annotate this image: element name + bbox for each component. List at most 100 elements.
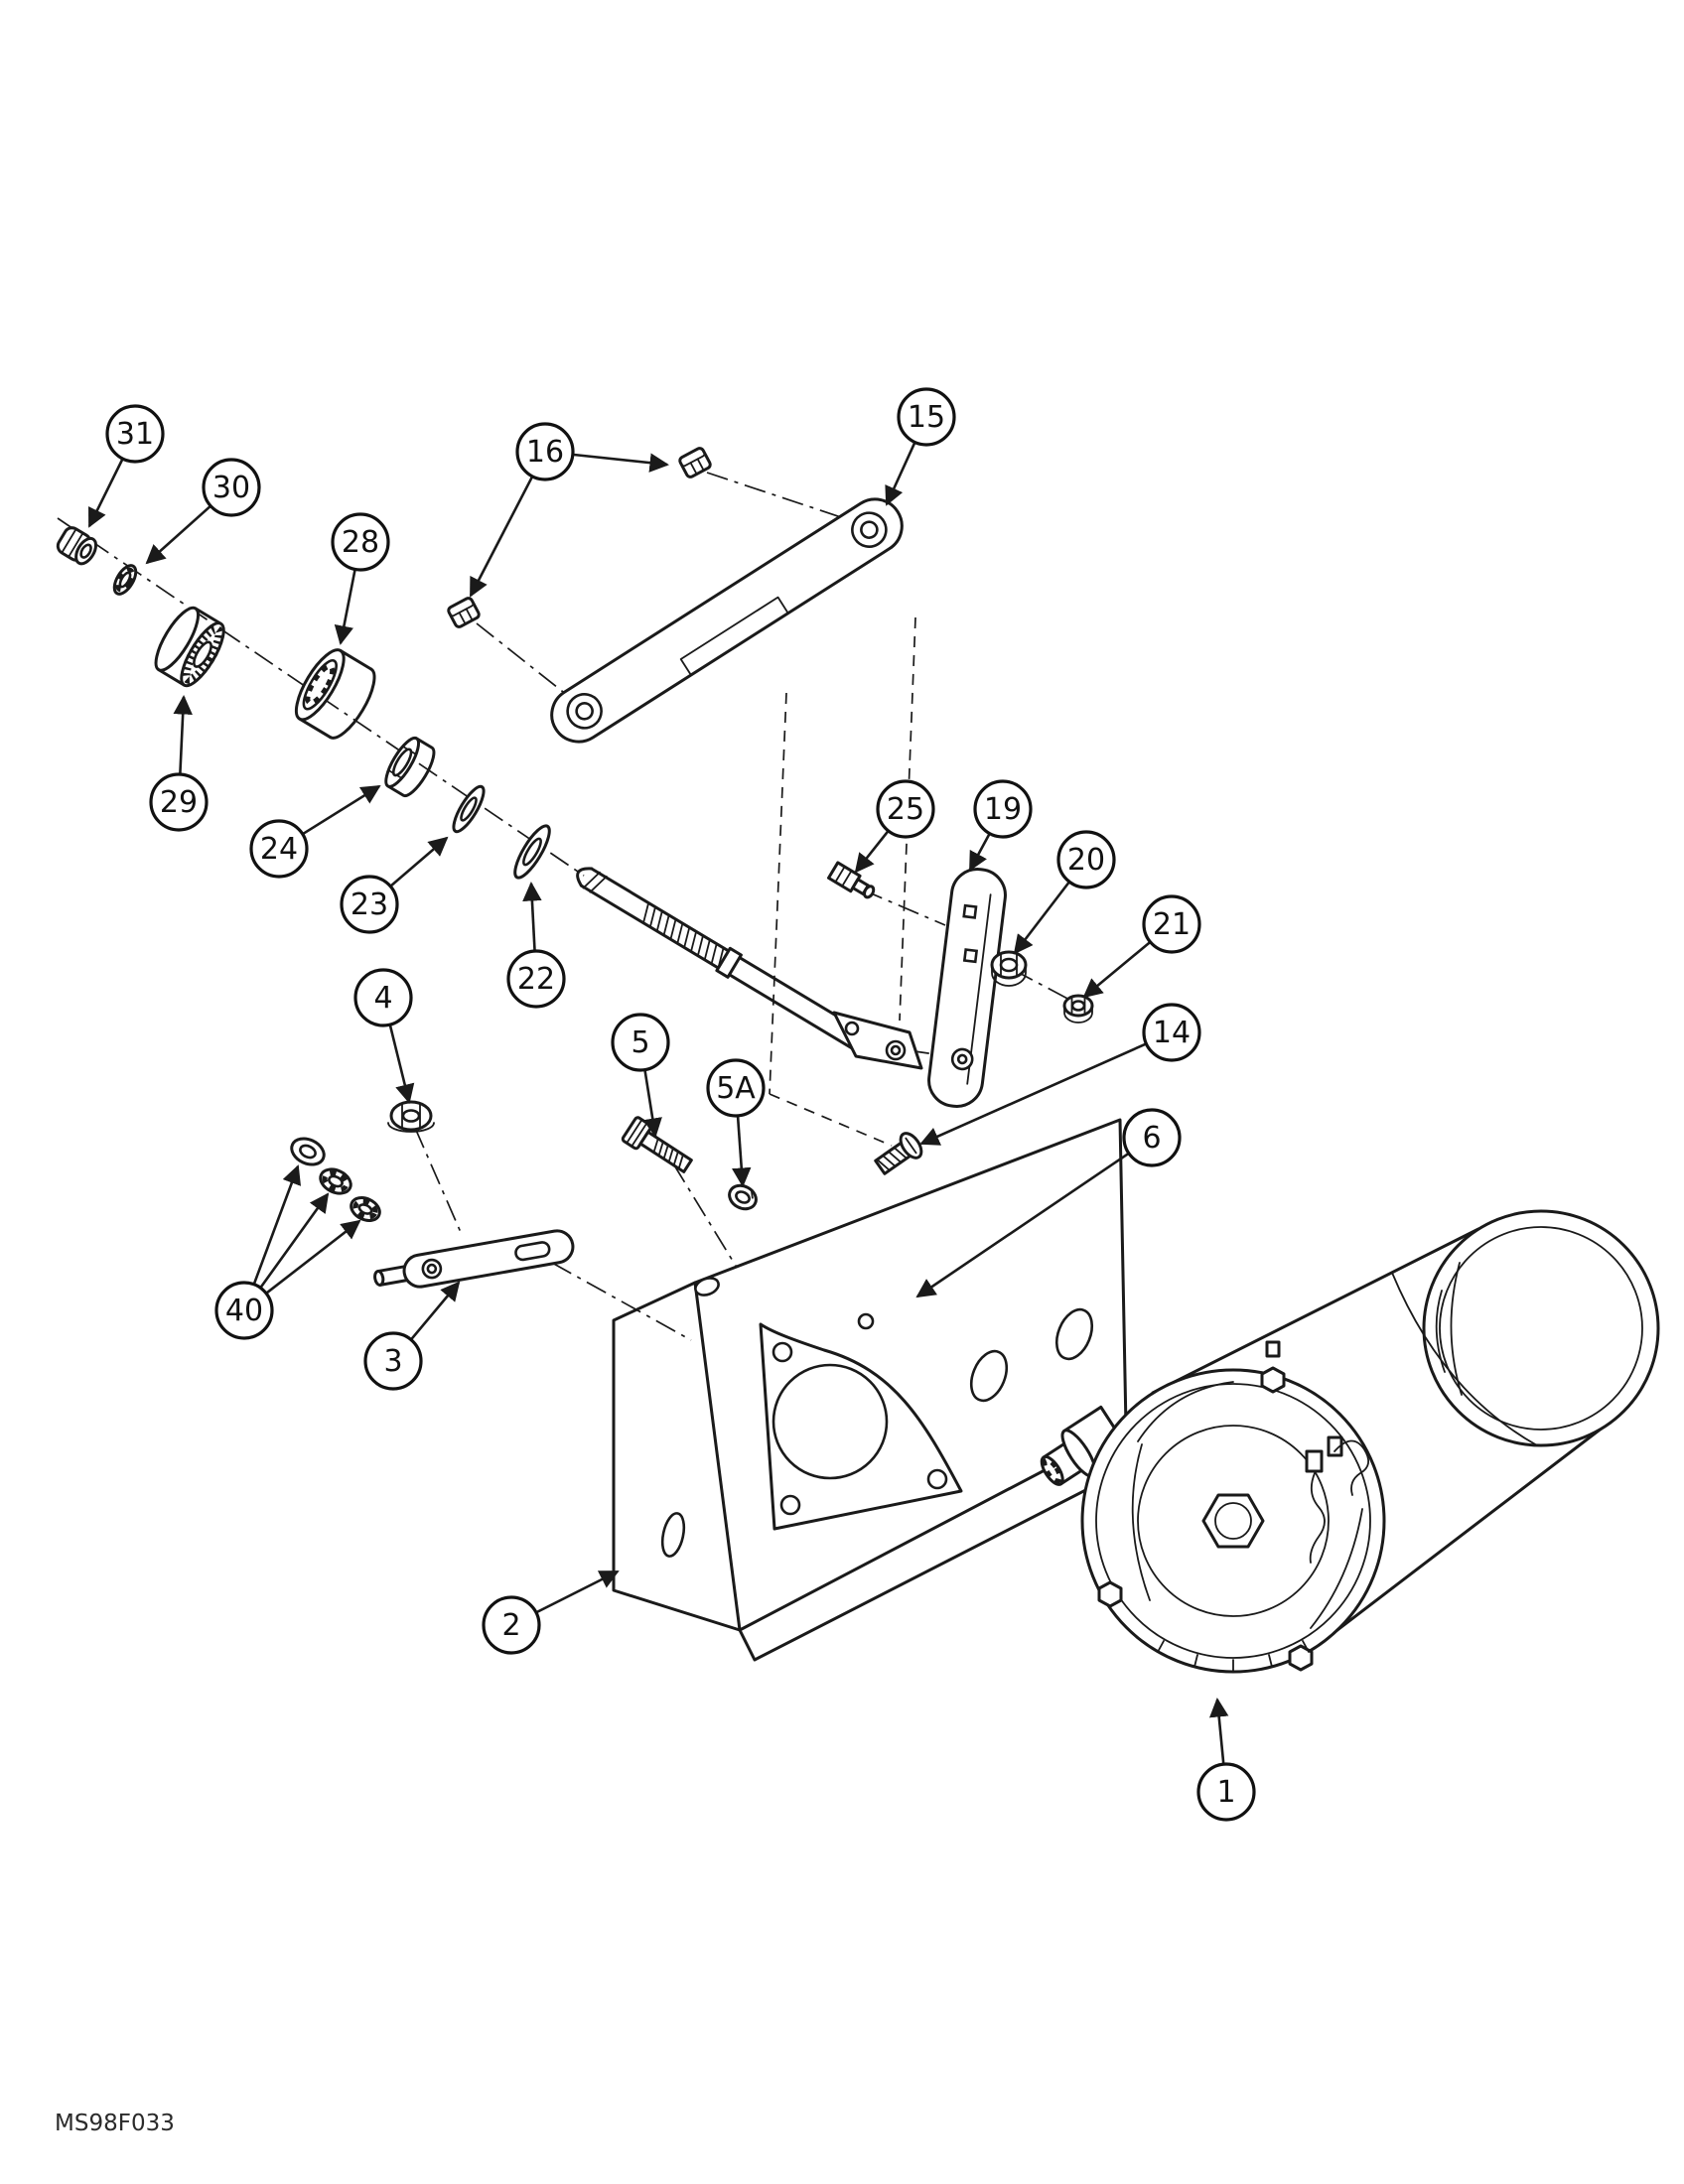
callout-6: 6 bbox=[915, 1108, 1182, 1298]
part-washer-23 bbox=[452, 784, 486, 834]
callout-number: 40 bbox=[225, 1294, 263, 1328]
part-switch-plate bbox=[927, 868, 1007, 1108]
callout-number: 31 bbox=[116, 417, 154, 452]
callout-number: 29 bbox=[160, 785, 198, 820]
callout-5A: 5A bbox=[706, 1058, 766, 1187]
callout-number: 25 bbox=[887, 792, 924, 827]
callout-balloon bbox=[353, 968, 413, 1027]
callout-leader-line bbox=[87, 459, 124, 528]
callout-22: 22 bbox=[506, 882, 566, 1009]
callout-number: 4 bbox=[373, 981, 392, 1016]
part-washer-22 bbox=[513, 824, 551, 880]
part-cap-nut bbox=[56, 526, 98, 566]
callout-balloon bbox=[897, 387, 956, 447]
callout-balloon bbox=[249, 819, 309, 879]
callout-balloon bbox=[706, 1058, 766, 1118]
part-hex-nut-21 bbox=[1062, 994, 1094, 1024]
callout-16: 16 bbox=[469, 422, 669, 598]
callout-20: 20 bbox=[1013, 830, 1116, 955]
callout-30: 30 bbox=[145, 458, 261, 565]
callout-leader-line bbox=[173, 695, 193, 774]
callout-23: 23 bbox=[340, 836, 449, 934]
callout-number: 5 bbox=[631, 1025, 649, 1060]
part-hex-bolt bbox=[621, 1116, 693, 1173]
callout-balloon bbox=[1142, 1003, 1201, 1062]
callout-number: 2 bbox=[501, 1608, 520, 1643]
callout-balloon bbox=[149, 772, 209, 832]
callout-balloon bbox=[340, 875, 399, 934]
callout-leader-line bbox=[573, 453, 669, 473]
callout-28: 28 bbox=[331, 512, 390, 645]
part-hex-nut-24 bbox=[384, 736, 436, 798]
callout-21: 21 bbox=[1082, 894, 1201, 999]
callout-5: 5 bbox=[611, 1013, 670, 1138]
callout-leader-line bbox=[1013, 882, 1070, 955]
callout-leader-line bbox=[642, 1070, 662, 1138]
callout-29: 29 bbox=[149, 695, 209, 832]
part-hex-nut-20 bbox=[990, 950, 1028, 987]
callout-number: 16 bbox=[526, 435, 564, 470]
callout-2: 2 bbox=[482, 1570, 620, 1655]
callout-leader-line bbox=[854, 830, 890, 874]
callout-balloon bbox=[876, 779, 935, 839]
part-star-washer bbox=[112, 564, 138, 596]
callout-balloon bbox=[482, 1595, 541, 1655]
callout-leader-line bbox=[252, 1164, 302, 1285]
part-mounting-bracket bbox=[612, 1118, 1144, 1662]
callout-leader-line bbox=[536, 1570, 620, 1614]
callout-1: 1 bbox=[1196, 1698, 1256, 1822]
part-lever-arm bbox=[373, 1229, 575, 1289]
callout-number: 15 bbox=[908, 400, 945, 435]
callout-balloon bbox=[105, 404, 165, 464]
callout-balloon bbox=[515, 422, 575, 481]
part-link-arm bbox=[550, 497, 904, 744]
callout-leader-line bbox=[919, 1042, 1147, 1146]
part-clip-b bbox=[447, 597, 481, 628]
part-shaft-arm bbox=[832, 1011, 923, 1070]
callout-number: 21 bbox=[1153, 907, 1191, 942]
callout-balloon bbox=[363, 1331, 423, 1391]
callout-leader-line bbox=[732, 1116, 752, 1187]
callout-number: 14 bbox=[1153, 1016, 1191, 1050]
callout-number: 22 bbox=[517, 962, 555, 997]
callout-14: 14 bbox=[919, 1003, 1201, 1146]
callout-number: 1 bbox=[1216, 1775, 1235, 1810]
callout-40: 40 bbox=[214, 1164, 361, 1340]
callout-balloon bbox=[611, 1013, 670, 1072]
callout-leader-line bbox=[968, 833, 991, 872]
callout-25: 25 bbox=[854, 779, 935, 874]
part-bushing bbox=[294, 648, 376, 740]
callout-balloon bbox=[973, 779, 1033, 839]
callout-balloon bbox=[506, 949, 566, 1009]
callout-3: 3 bbox=[363, 1281, 461, 1391]
callout-number: 5A bbox=[716, 1071, 756, 1106]
callout-leader-line bbox=[145, 505, 211, 565]
callout-number: 19 bbox=[984, 792, 1022, 827]
part-slotted-screw bbox=[874, 1132, 923, 1175]
callout-4: 4 bbox=[353, 968, 415, 1104]
figure-code: MS98F033 bbox=[55, 2111, 175, 2136]
callout-31: 31 bbox=[87, 404, 165, 528]
callout-number: 3 bbox=[383, 1344, 402, 1379]
callout-19: 19 bbox=[968, 779, 1033, 872]
callout-balloon bbox=[1122, 1108, 1182, 1167]
callout-leader-line bbox=[266, 1219, 361, 1295]
callout-leader-line bbox=[1082, 941, 1151, 999]
callout-leader-line bbox=[410, 1281, 461, 1340]
callout-leader-line bbox=[885, 442, 916, 506]
callout-balloon bbox=[331, 512, 390, 572]
part-flange-nut bbox=[387, 1100, 435, 1133]
part-knurled-knob bbox=[154, 606, 225, 688]
callout-number: 30 bbox=[212, 471, 250, 505]
part-washer-set bbox=[290, 1137, 381, 1222]
callout-leader-line bbox=[469, 477, 533, 598]
callout-number: 28 bbox=[342, 525, 379, 560]
callout-leader-line bbox=[915, 1153, 1129, 1298]
callout-15: 15 bbox=[885, 387, 956, 506]
callout-balloon bbox=[1142, 894, 1201, 954]
callout-number: 6 bbox=[1142, 1121, 1161, 1156]
callout-leader-line bbox=[388, 1024, 415, 1104]
callout-balloon bbox=[214, 1281, 274, 1340]
